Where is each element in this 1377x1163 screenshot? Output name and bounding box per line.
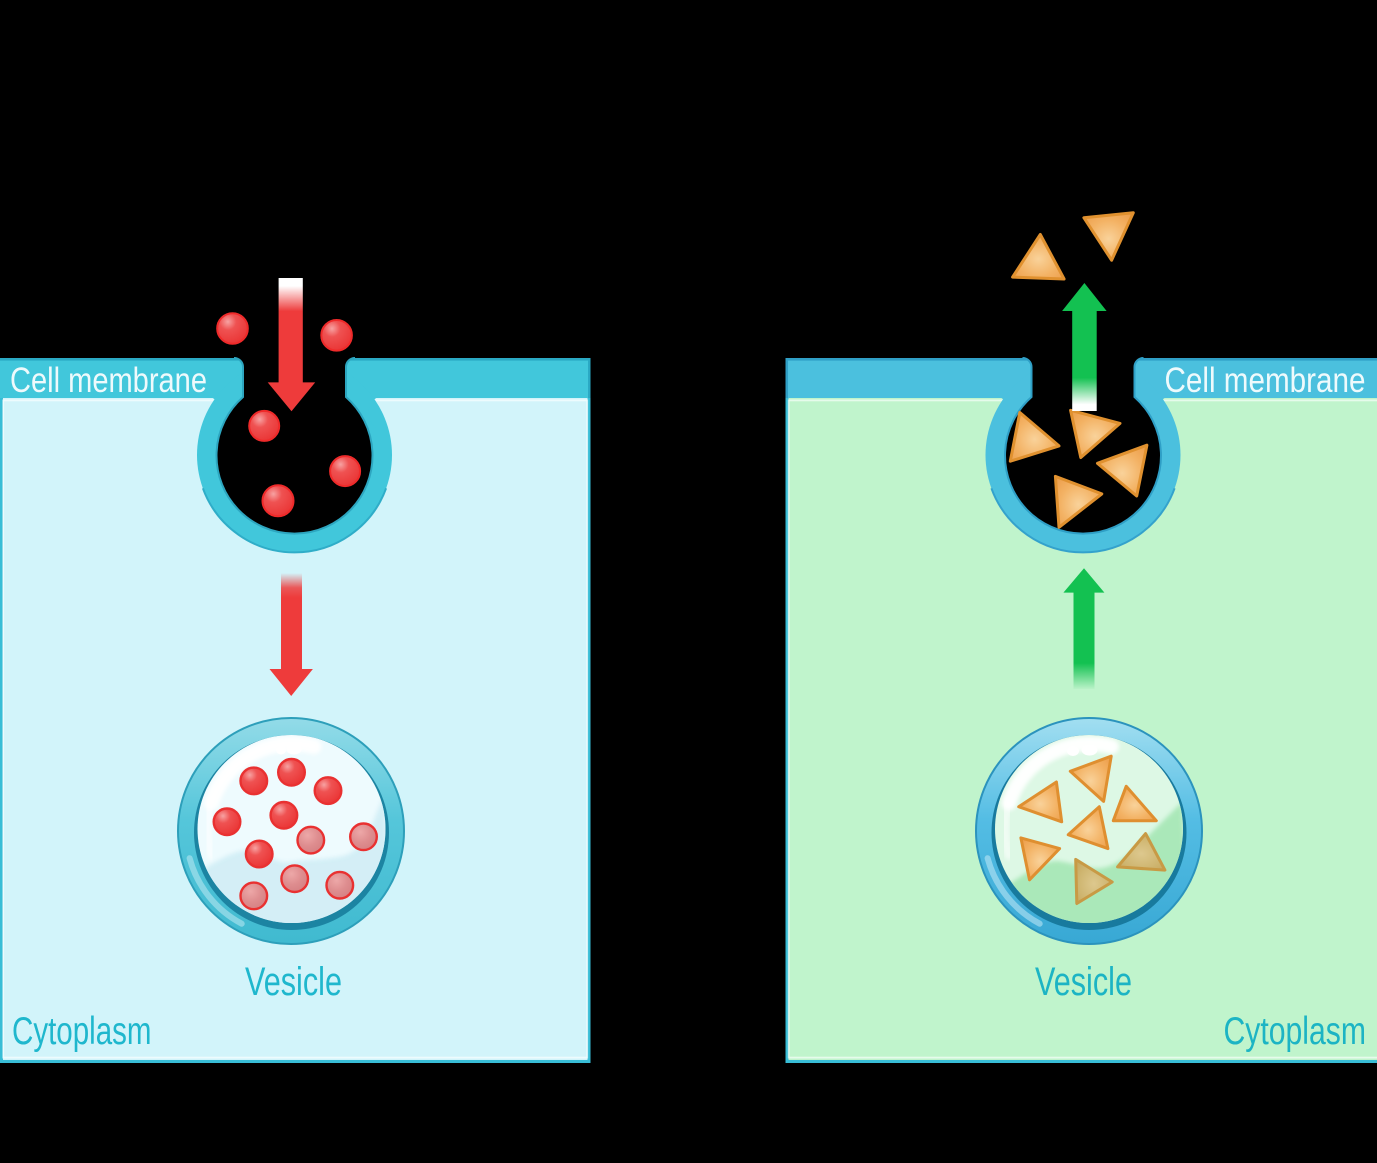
svg-text:Cytoplasm: Cytoplasm [1224, 1010, 1367, 1053]
svg-text:Cell membrane: Cell membrane [10, 361, 207, 400]
svg-text:Vesicle: Vesicle [245, 960, 342, 1004]
svg-text:Cell membrane: Cell membrane [1165, 361, 1366, 400]
svg-text:Vesicle: Vesicle [1035, 960, 1132, 1004]
svg-text:Cytoplasm: Cytoplasm [12, 1010, 152, 1053]
